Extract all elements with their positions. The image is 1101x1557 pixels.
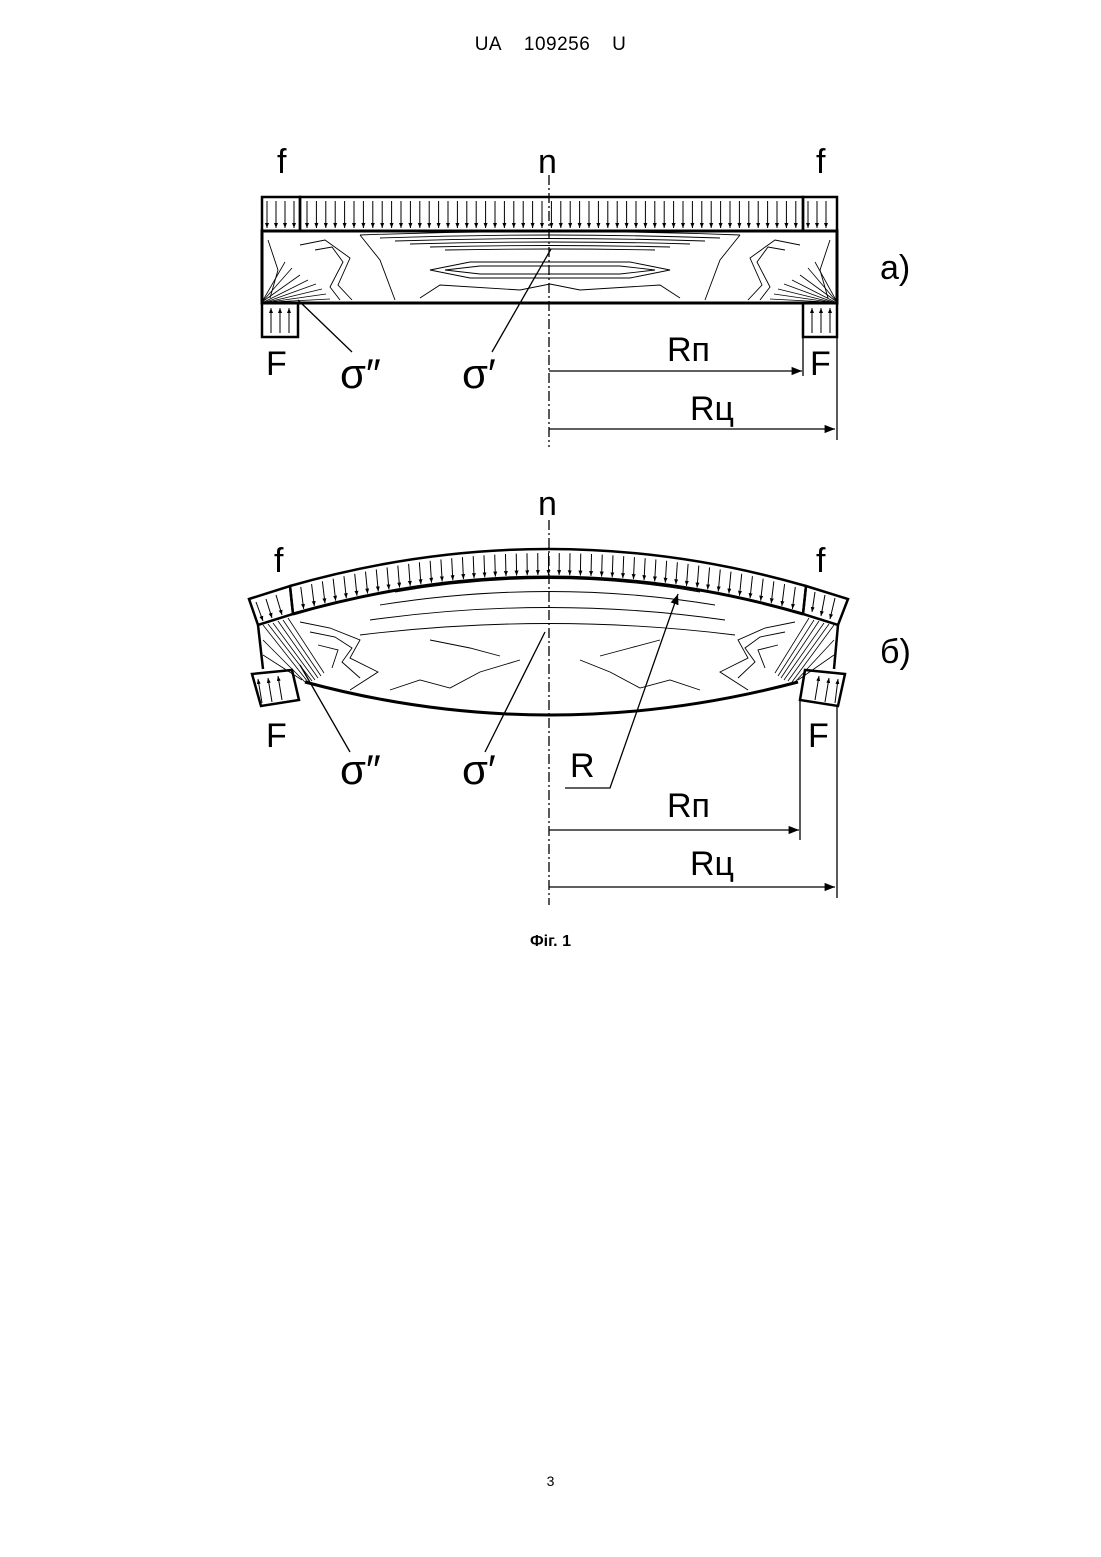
- reaction-arrow: [815, 676, 819, 700]
- panel-a-radius-punch: Rп: [667, 331, 710, 369]
- reaction-arrow: [835, 679, 838, 703]
- panel-a-sigma2-leader: [298, 300, 352, 352]
- panel-a-stress-concentration-left: [262, 262, 330, 302]
- panel-a-radius-cylinder: Rц: [690, 390, 734, 428]
- panel-a-label: а): [880, 249, 910, 287]
- panel-b-plate-left-edge: [258, 625, 263, 669]
- panel-b-plate-right-edge: [834, 625, 838, 669]
- load-arrow: [602, 555, 603, 577]
- panel-b-axis-label: n: [538, 485, 557, 523]
- load-arrow: [266, 599, 272, 618]
- panel-b-right-support-box: [800, 670, 845, 706]
- panel-b-radius-punch: Rп: [667, 787, 710, 825]
- load-arrow: [376, 569, 378, 591]
- panel-b-left-load-box: [249, 586, 293, 625]
- panel-a-axis-label: n: [538, 143, 557, 181]
- load-arrow: [644, 558, 645, 580]
- load-arrow: [633, 557, 634, 579]
- load-arrow: [612, 555, 613, 577]
- load-arrow: [739, 574, 741, 596]
- load-arrow: [761, 579, 764, 601]
- load-arrow: [821, 595, 825, 616]
- panel-a-force-bottom-left: F: [266, 345, 287, 383]
- load-arrow: [365, 572, 367, 594]
- figure-caption: Фіг. 1: [0, 933, 1101, 951]
- load-arrow: [256, 602, 263, 621]
- load-arrow: [484, 555, 485, 577]
- panel-a-reaction-arrows: [271, 308, 830, 333]
- panel-b-radius-cylinder: Rц: [690, 845, 734, 883]
- panel-b-distributed-load-arrows: [256, 553, 835, 621]
- load-arrow: [387, 567, 389, 589]
- load-arrow: [333, 579, 336, 601]
- reaction-arrow: [268, 678, 272, 702]
- load-arrow: [473, 556, 474, 578]
- load-arrow: [830, 598, 835, 619]
- load-arrow: [505, 554, 506, 576]
- load-arrow: [276, 595, 282, 615]
- load-arrow: [729, 572, 731, 594]
- panel-b-load-band-inner: [293, 577, 803, 614]
- load-arrow: [708, 567, 710, 589]
- load-arrow: [398, 566, 400, 588]
- load-arrow: [623, 556, 624, 578]
- panel-a-force-bottom-right: F: [810, 345, 831, 383]
- panel-b-sigma1-leader: [485, 632, 545, 752]
- reaction-arrow: [278, 676, 282, 700]
- load-arrow: [771, 581, 774, 603]
- panel-a-stress-edge: σ″: [340, 350, 381, 397]
- load-arrow: [686, 564, 688, 586]
- panel-b-plate-bottom: [305, 682, 798, 715]
- panel-b-sigma2-leader: [300, 665, 350, 752]
- load-arrow: [430, 561, 431, 583]
- panel-b-force-top-left: f: [274, 542, 284, 580]
- page-number: 3: [0, 1473, 1101, 1489]
- panel-a-distributed-load-arrows: [267, 201, 826, 228]
- panel-a-sigma1-leader: [492, 249, 551, 352]
- load-arrow: [462, 557, 463, 579]
- panel-b-reaction-arrows: [258, 676, 838, 703]
- load-arrow: [441, 559, 442, 581]
- load-arrow: [697, 566, 699, 588]
- load-arrow: [591, 554, 592, 576]
- load-arrow: [665, 561, 666, 583]
- panel-b-label: б): [880, 633, 911, 671]
- panel-b-radius-curvature: R: [570, 747, 595, 785]
- load-arrow: [750, 576, 752, 598]
- load-arrow: [301, 587, 304, 609]
- load-arrow: [782, 584, 785, 606]
- panel-a-stress-center: σ′: [462, 350, 496, 397]
- panel-a-right-support-box: [803, 303, 837, 337]
- load-arrow: [355, 574, 357, 596]
- load-arrow: [409, 564, 411, 586]
- load-arrow: [812, 592, 815, 612]
- load-arrow: [312, 584, 315, 606]
- load-arrow: [344, 576, 346, 598]
- panel-b-stress-center: σ′: [462, 746, 496, 793]
- reaction-arrow: [825, 678, 829, 702]
- load-arrow: [792, 587, 795, 609]
- load-arrow: [676, 562, 678, 584]
- load-arrow: [452, 558, 453, 580]
- panel-a-force-top-left: f: [277, 143, 287, 181]
- panel-a-stress-concentration-right: [770, 262, 837, 302]
- panel-b-right-load-box: [803, 586, 848, 625]
- load-arrow: [322, 581, 325, 603]
- panel-b-stress-edge: σ″: [340, 746, 381, 793]
- panel-a-force-top-right: f: [816, 143, 826, 181]
- load-arrow: [495, 555, 496, 577]
- panel-b-force-bottom-left: F: [266, 717, 287, 755]
- load-arrow: [655, 559, 656, 581]
- panel-a: f n f а) F F σ″ σ′ Rп Rц: [262, 143, 910, 447]
- panel-b-force-top-right: f: [816, 542, 826, 580]
- panel-b: n f f б) F F σ″ σ′ R Rп Rц: [249, 485, 911, 905]
- load-arrow: [419, 562, 421, 584]
- load-arrow: [718, 569, 720, 591]
- panel-b-force-bottom-right: F: [808, 717, 829, 755]
